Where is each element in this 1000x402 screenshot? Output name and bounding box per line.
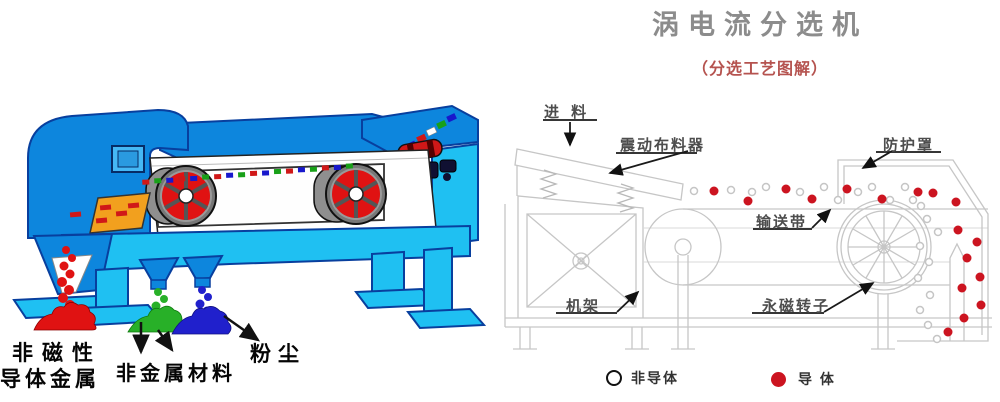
callout-leaders bbox=[543, 119, 941, 314]
legend-conductor-label: 导 体 bbox=[798, 371, 836, 387]
particle-stream-top bbox=[689, 182, 961, 207]
belt-particle-row bbox=[142, 163, 353, 185]
label-vibrating-feeder: 震动布料器 bbox=[620, 137, 706, 154]
legend-nonconductor-label: 非导体 bbox=[631, 370, 679, 386]
stream-metal-red bbox=[33, 246, 97, 331]
funnel-left bbox=[138, 256, 180, 290]
label-conveyor-belt: 输送带 bbox=[756, 214, 808, 231]
schematic-base bbox=[504, 204, 992, 350]
legend-nonconductor-icon bbox=[606, 370, 622, 386]
schematic-drum bbox=[644, 208, 722, 327]
label-protective-cover: 防护罩 bbox=[883, 137, 935, 154]
label-nonmagnetic-metal-line2: 导体金属 bbox=[0, 366, 100, 391]
page-title: 涡电流分选机 bbox=[652, 10, 868, 40]
left-machine-illustration bbox=[12, 104, 487, 355]
magnetic-rotor bbox=[836, 199, 932, 327]
label-dust: 粉尘 bbox=[250, 341, 306, 366]
funnel-right bbox=[182, 254, 224, 288]
feeder-springs bbox=[538, 169, 636, 213]
drum-left bbox=[145, 165, 217, 227]
label-frame: 机架 bbox=[566, 298, 601, 315]
particle-stream-falling bbox=[913, 201, 986, 344]
label-nonmetal-material: 非金属材料 bbox=[116, 361, 236, 385]
stream-dust-blue bbox=[171, 286, 232, 335]
schematic-frame bbox=[517, 195, 644, 318]
label-nonmagnetic-metal-line1: 非磁性 bbox=[12, 340, 102, 365]
splitter-plate bbox=[69, 192, 151, 234]
schematic-belt bbox=[643, 208, 988, 286]
drum-right bbox=[313, 163, 387, 225]
right-process-schematic bbox=[504, 119, 992, 350]
page-subtitle: （分选工艺图解） bbox=[691, 61, 828, 78]
machine-body bbox=[61, 224, 471, 274]
left-label-arrows bbox=[132, 314, 261, 355]
vibrating-feeder-tray bbox=[514, 148, 684, 201]
label-feed: 进 料 bbox=[544, 104, 591, 121]
legend-conductor-icon bbox=[771, 372, 786, 387]
label-magnetic-rotor: 永磁转子 bbox=[762, 298, 831, 315]
machine-legs bbox=[78, 246, 487, 330]
